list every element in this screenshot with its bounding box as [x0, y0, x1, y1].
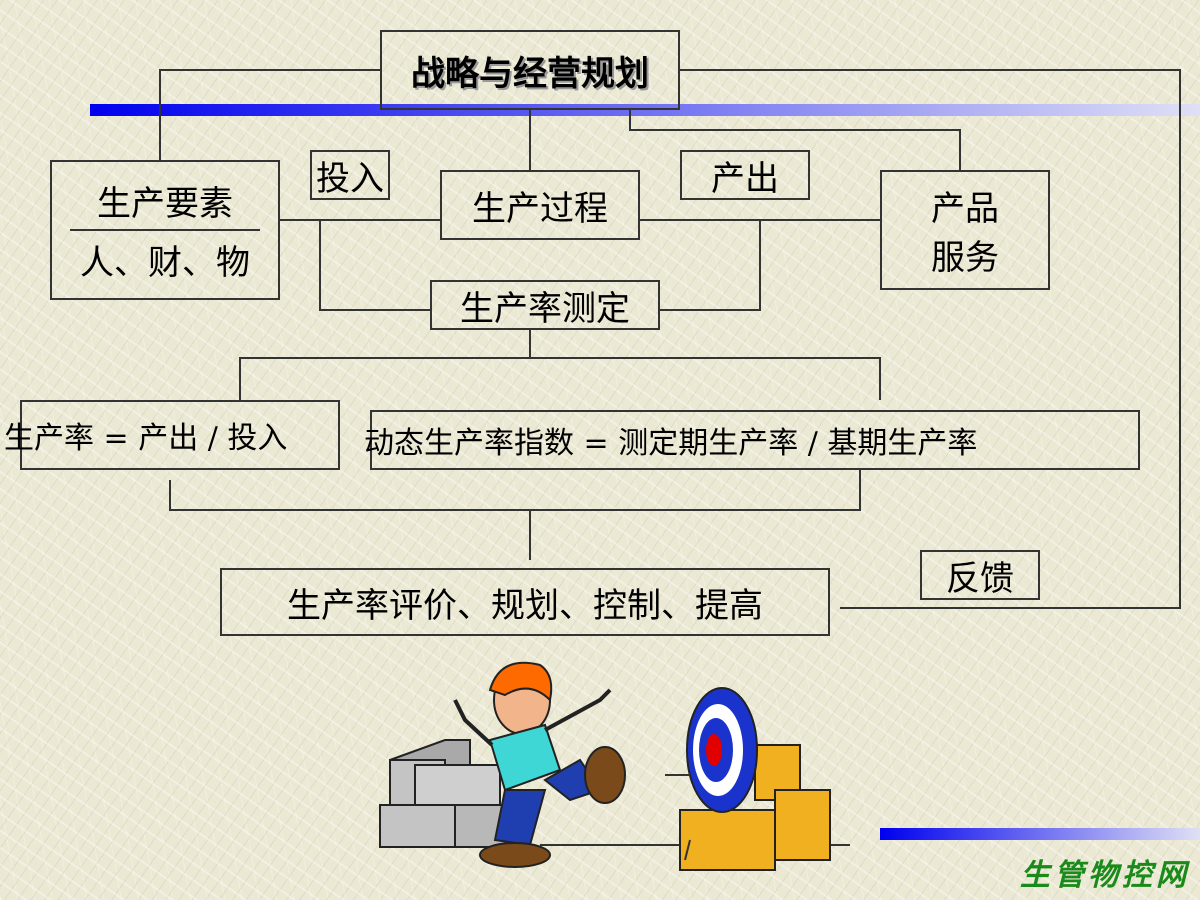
accent-bar-bottom [880, 828, 1200, 840]
line-title-factors [159, 69, 380, 160]
production-factors-heading: 生产要素 [97, 184, 233, 224]
factors-divider [70, 229, 260, 231]
line-output-measurement [660, 220, 761, 311]
feedback-label: 反馈 [946, 558, 1014, 599]
production-factors-box: 生产要素 人、财、物 [50, 160, 280, 300]
strategy-planning-box: 战略与经营规划 [380, 30, 680, 110]
productivity-measurement-label: 生产率测定 [460, 288, 630, 329]
line-input-measurement [319, 220, 430, 311]
input-label-box: 投入 [310, 150, 390, 200]
basic-formula-box: 生产率 = 产出 / 投入 [4, 400, 340, 470]
output-label-box: 产出 [680, 150, 810, 200]
dynamic-formula-box: 动态生产率指数 = 测定期生产率 / 基期生产率 [364, 410, 1140, 470]
production-process-box: 生产过程 [440, 170, 640, 240]
service-label: 服务 [931, 238, 999, 278]
line-title-feedback [680, 69, 1181, 609]
basic-formula-label: 生产率 = 产出 / 投入 [4, 421, 288, 456]
strategy-planning-label: 战略与经营规划 [411, 53, 649, 94]
production-process-label: 生产过程 [472, 188, 608, 229]
product-label: 产品 [931, 189, 999, 229]
production-factors-items: 人、财、物 [80, 243, 250, 283]
line-title-product [629, 110, 961, 170]
dynamic-formula-label: 动态生产率指数 = 测定期生产率 / 基期生产率 [364, 426, 978, 461]
accent-bar-top [90, 104, 1200, 116]
output-label: 产出 [711, 158, 779, 199]
evaluation-box: 生产率评价、规划、控制、提高 [220, 568, 830, 636]
input-label: 投入 [316, 158, 384, 199]
person-illustration [453, 661, 626, 868]
site-watermark: 生管物控网 [1020, 858, 1190, 893]
evaluation-label: 生产率评价、规划、控制、提高 [287, 585, 763, 626]
product-service-box: 产品 服务 [880, 170, 1050, 290]
target-illustration [540, 687, 850, 871]
line-split-formulas [239, 357, 881, 400]
feedback-label-box: 反馈 [920, 550, 1040, 600]
productivity-measurement-box: 生产率测定 [430, 280, 660, 330]
line-merge-formulas [169, 470, 861, 511]
